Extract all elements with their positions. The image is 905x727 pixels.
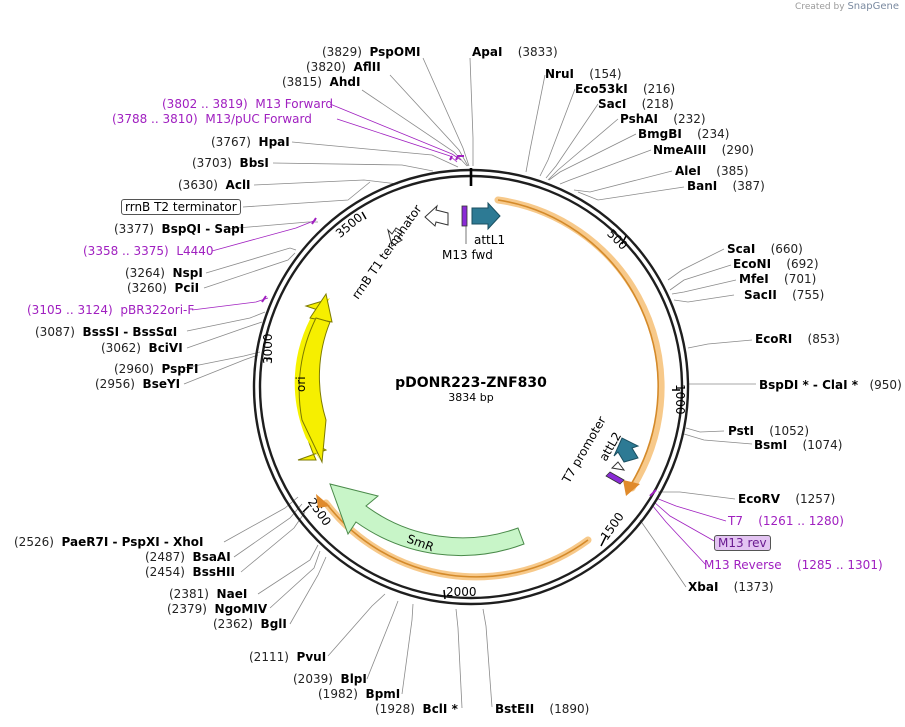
site-BsaAI[interactable]: (2487) BsaAI xyxy=(145,550,231,564)
ori-feature: ori xyxy=(294,292,333,464)
site-ScaI[interactable]: ScaI (660) xyxy=(727,242,803,256)
primer-L4440[interactable]: (3358 .. 3375) L4440 xyxy=(83,244,214,258)
primer-pBR322ori-F[interactable]: (3105 .. 3124) pBR322ori-F xyxy=(27,303,195,317)
site-PspFI[interactable]: (2960) PspFI xyxy=(114,362,199,376)
site-BseYI[interactable]: (2956) BseYI xyxy=(95,377,181,391)
site-PaeR7I-PspXI-XhoI[interactable]: (2526) PaeR7I - PspXI - XhoI xyxy=(14,535,204,549)
primer-M13-forward[interactable]: (3802 .. 3819) M13 Forward xyxy=(162,97,334,111)
rrnB-T1-feature: rrnB T1 terminator xyxy=(349,202,449,302)
site-NaeI[interactable]: (2381) NaeI xyxy=(169,587,248,601)
site-PciI[interactable]: (3260) PciI xyxy=(127,281,200,295)
primer-M13-reverse[interactable]: M13 Reverse (1285 .. 1301) xyxy=(704,558,883,572)
leader-lines xyxy=(183,57,756,709)
site-BstEII[interactable]: BstEII (1890) xyxy=(495,702,590,716)
tick-3000: 3000 xyxy=(261,333,275,364)
snapgene-badge: Created by SnapGene xyxy=(795,1,899,12)
site-BbsI[interactable]: (3703) BbsI xyxy=(192,156,269,170)
primer-T7[interactable]: T7 (1261 .. 1280) xyxy=(728,514,844,528)
site-PshAI[interactable]: PshAI (232) xyxy=(620,112,706,126)
tick-1500: 1500 xyxy=(598,510,627,543)
bp-ticks xyxy=(263,211,680,600)
site-ApaI[interactable]: ApaI (3833) xyxy=(472,45,558,59)
tick-500: 500 xyxy=(604,227,630,253)
site-NspI[interactable]: (3264) NspI xyxy=(125,266,203,280)
plasmid-size: 3834 bp xyxy=(448,391,493,404)
site-BciVI[interactable]: (3062) BciVI xyxy=(101,341,183,355)
site-SacII[interactable]: SacII (755) xyxy=(744,288,825,302)
site-EcoNI[interactable]: EcoNI (692) xyxy=(733,257,819,271)
plasmid-name: pDONR223-ZNF830 xyxy=(395,375,547,391)
site-PstI[interactable]: PstI (1052) xyxy=(728,424,810,438)
site-BlpI[interactable]: (2039) BlpI xyxy=(293,672,367,686)
ori-label: ori xyxy=(294,376,308,392)
site-NmeAIII[interactable]: NmeAIII (290) xyxy=(653,143,754,157)
tick-1000: 1000 xyxy=(673,384,687,415)
site-AleI[interactable]: AleI (385) xyxy=(675,164,749,178)
site-XbaI[interactable]: XbaI (1373) xyxy=(688,580,774,594)
site-BpmI[interactable]: (1982) BpmI xyxy=(318,687,401,701)
site-SacI[interactable]: SacI (218) xyxy=(598,97,674,111)
site-BmgBI[interactable]: BmgBI (234) xyxy=(638,127,730,141)
site-BspQI-SapI[interactable]: (3377) BspQI - SapI xyxy=(114,222,245,236)
attL1-feature: attL1 M13 fwd xyxy=(442,201,505,262)
site-BglI[interactable]: (2362) BglI xyxy=(213,617,287,631)
site-BssSI-BssSaI[interactable]: (3087) BssSI - BssSαI xyxy=(35,325,178,339)
site-EcoRI[interactable]: EcoRI (853) xyxy=(755,332,840,346)
site-MfeI[interactable]: MfeI (701) xyxy=(739,272,817,286)
site-PspOMI[interactable]: (3829) PspOMI xyxy=(322,45,421,59)
site-Eco53kI[interactable]: Eco53kI (216) xyxy=(575,82,676,96)
site-AclI[interactable]: (3630) AclI xyxy=(178,178,251,192)
m13-fwd-label: M13 fwd xyxy=(442,248,493,262)
site-AflII[interactable]: (3820) AflII xyxy=(306,60,381,74)
attL2-feature: T7 promoter attL2 xyxy=(559,414,640,486)
SmR-feature: SmR xyxy=(329,483,525,557)
site-PvuI[interactable]: (2111) PvuI xyxy=(249,650,327,664)
feature-M13-rev[interactable]: M13 rev xyxy=(714,535,771,551)
snapgene-logo: SnapGene xyxy=(847,1,899,12)
site-BspDI-ClaI[interactable]: BspDI * - ClaI * (950) xyxy=(759,378,902,392)
site-BssHII[interactable]: (2454) BssHII xyxy=(145,565,235,579)
site-NruI[interactable]: NruI (154) xyxy=(545,67,622,81)
attL1-label: attL1 xyxy=(474,233,505,247)
tick-2000: 2000 xyxy=(446,585,477,599)
site-EcoRV[interactable]: EcoRV (1257) xyxy=(738,492,836,506)
primer-M13-pUC-forward[interactable]: (3788 .. 3810) M13/pUC Forward xyxy=(112,112,312,126)
feature-rrnB-T2-terminator[interactable]: rrnB T2 terminator xyxy=(121,199,241,215)
site-BclI[interactable]: (1928) BclI * xyxy=(375,702,458,716)
site-AhdI[interactable]: (3815) AhdI xyxy=(282,75,361,89)
site-BsmI[interactable]: BsmI (1074) xyxy=(754,438,843,452)
site-HpaI[interactable]: (3767) HpaI xyxy=(211,135,290,149)
site-BanI[interactable]: BanI (387) xyxy=(687,179,765,193)
site-NgoMIV[interactable]: (2379) NgoMIV xyxy=(167,602,268,616)
